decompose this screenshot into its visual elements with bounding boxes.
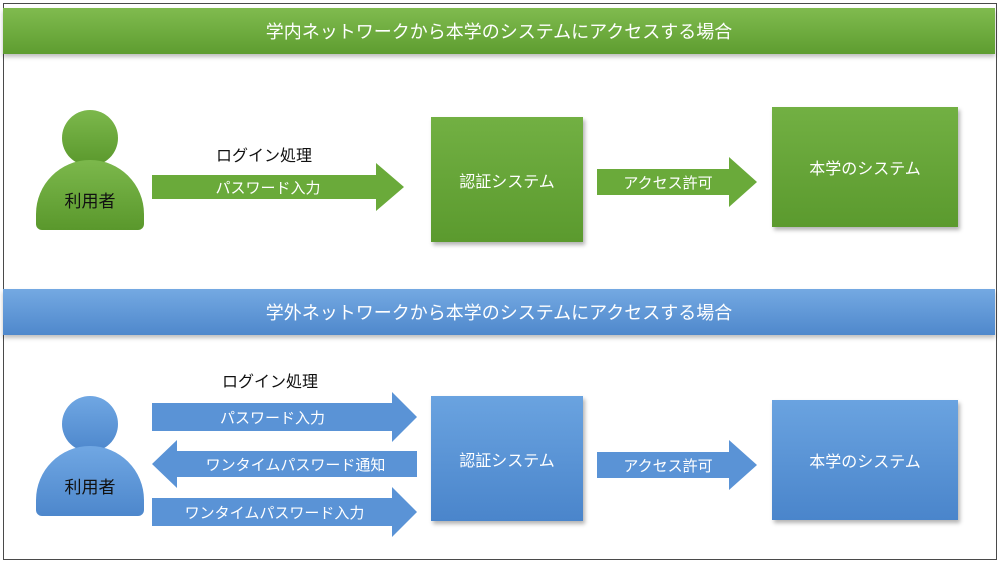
arrow-right-shape [597, 440, 757, 490]
outside-section-header: 学外ネットワークから本学のシステムにアクセスする場合 [3, 289, 995, 335]
inside-university-system-box: 本学のシステム [772, 107, 958, 227]
inside-access-arrow: アクセス許可 [597, 157, 757, 207]
inside-password-arrow: パスワード入力 [152, 163, 404, 211]
inside-login-label: ログイン処理 [216, 146, 313, 165]
arrow-right-shape [152, 392, 417, 442]
user-head [62, 396, 118, 452]
inside-auth-system-box: 認証システム [431, 117, 583, 242]
outside-university-system-box: 本学のシステム [772, 400, 958, 520]
user-head [62, 110, 118, 166]
outside-access-arrow: アクセス許可 [597, 440, 757, 490]
outside-section-title: 学外ネットワークから本学のシステムにアクセスする場合 [265, 303, 733, 324]
inside-user-icon: 利用者 [36, 110, 144, 230]
outside-access-label: アクセス許可 [623, 456, 713, 475]
user-body: 利用者 [36, 160, 144, 230]
outside-user-icon: 利用者 [36, 396, 144, 516]
outside-auth-label: 認証システム [459, 450, 555, 470]
inside-user-label: 利用者 [64, 191, 116, 212]
inside-system-label: 本学のシステム [809, 159, 921, 178]
outside-system-label: 本学のシステム [809, 452, 921, 471]
outside-login-label: ログイン処理 [222, 372, 319, 391]
user-body: 利用者 [36, 446, 144, 516]
outside-otp-input-arrow: ワンタイムパスワード入力 [152, 487, 417, 537]
arrow-right-shape [152, 487, 417, 537]
inside-password-label: パスワード入力 [215, 178, 321, 197]
arrow-left-shape [152, 440, 417, 488]
arrow-right-shape [152, 163, 404, 211]
inside-section-title: 学内ネットワークから本学のシステムにアクセスする場合 [265, 22, 733, 43]
outside-auth-system-box: 認証システム [431, 396, 583, 521]
outside-otp-notice-label: ワンタイムパスワード通知 [205, 455, 386, 474]
outside-password-arrow: パスワード入力 [152, 392, 417, 442]
outside-password-label: パスワード入力 [219, 408, 325, 427]
arrow-right-shape [597, 157, 757, 207]
outside-user-label: 利用者 [64, 477, 116, 498]
outside-otp-notice-arrow: ワンタイムパスワード通知 [152, 440, 417, 488]
inside-section-header: 学内ネットワークから本学のシステムにアクセスする場合 [3, 8, 995, 54]
inside-access-label: アクセス許可 [623, 173, 713, 192]
outside-otp-input-label: ワンタイムパスワード入力 [184, 503, 365, 522]
inside-auth-label: 認証システム [459, 171, 555, 191]
